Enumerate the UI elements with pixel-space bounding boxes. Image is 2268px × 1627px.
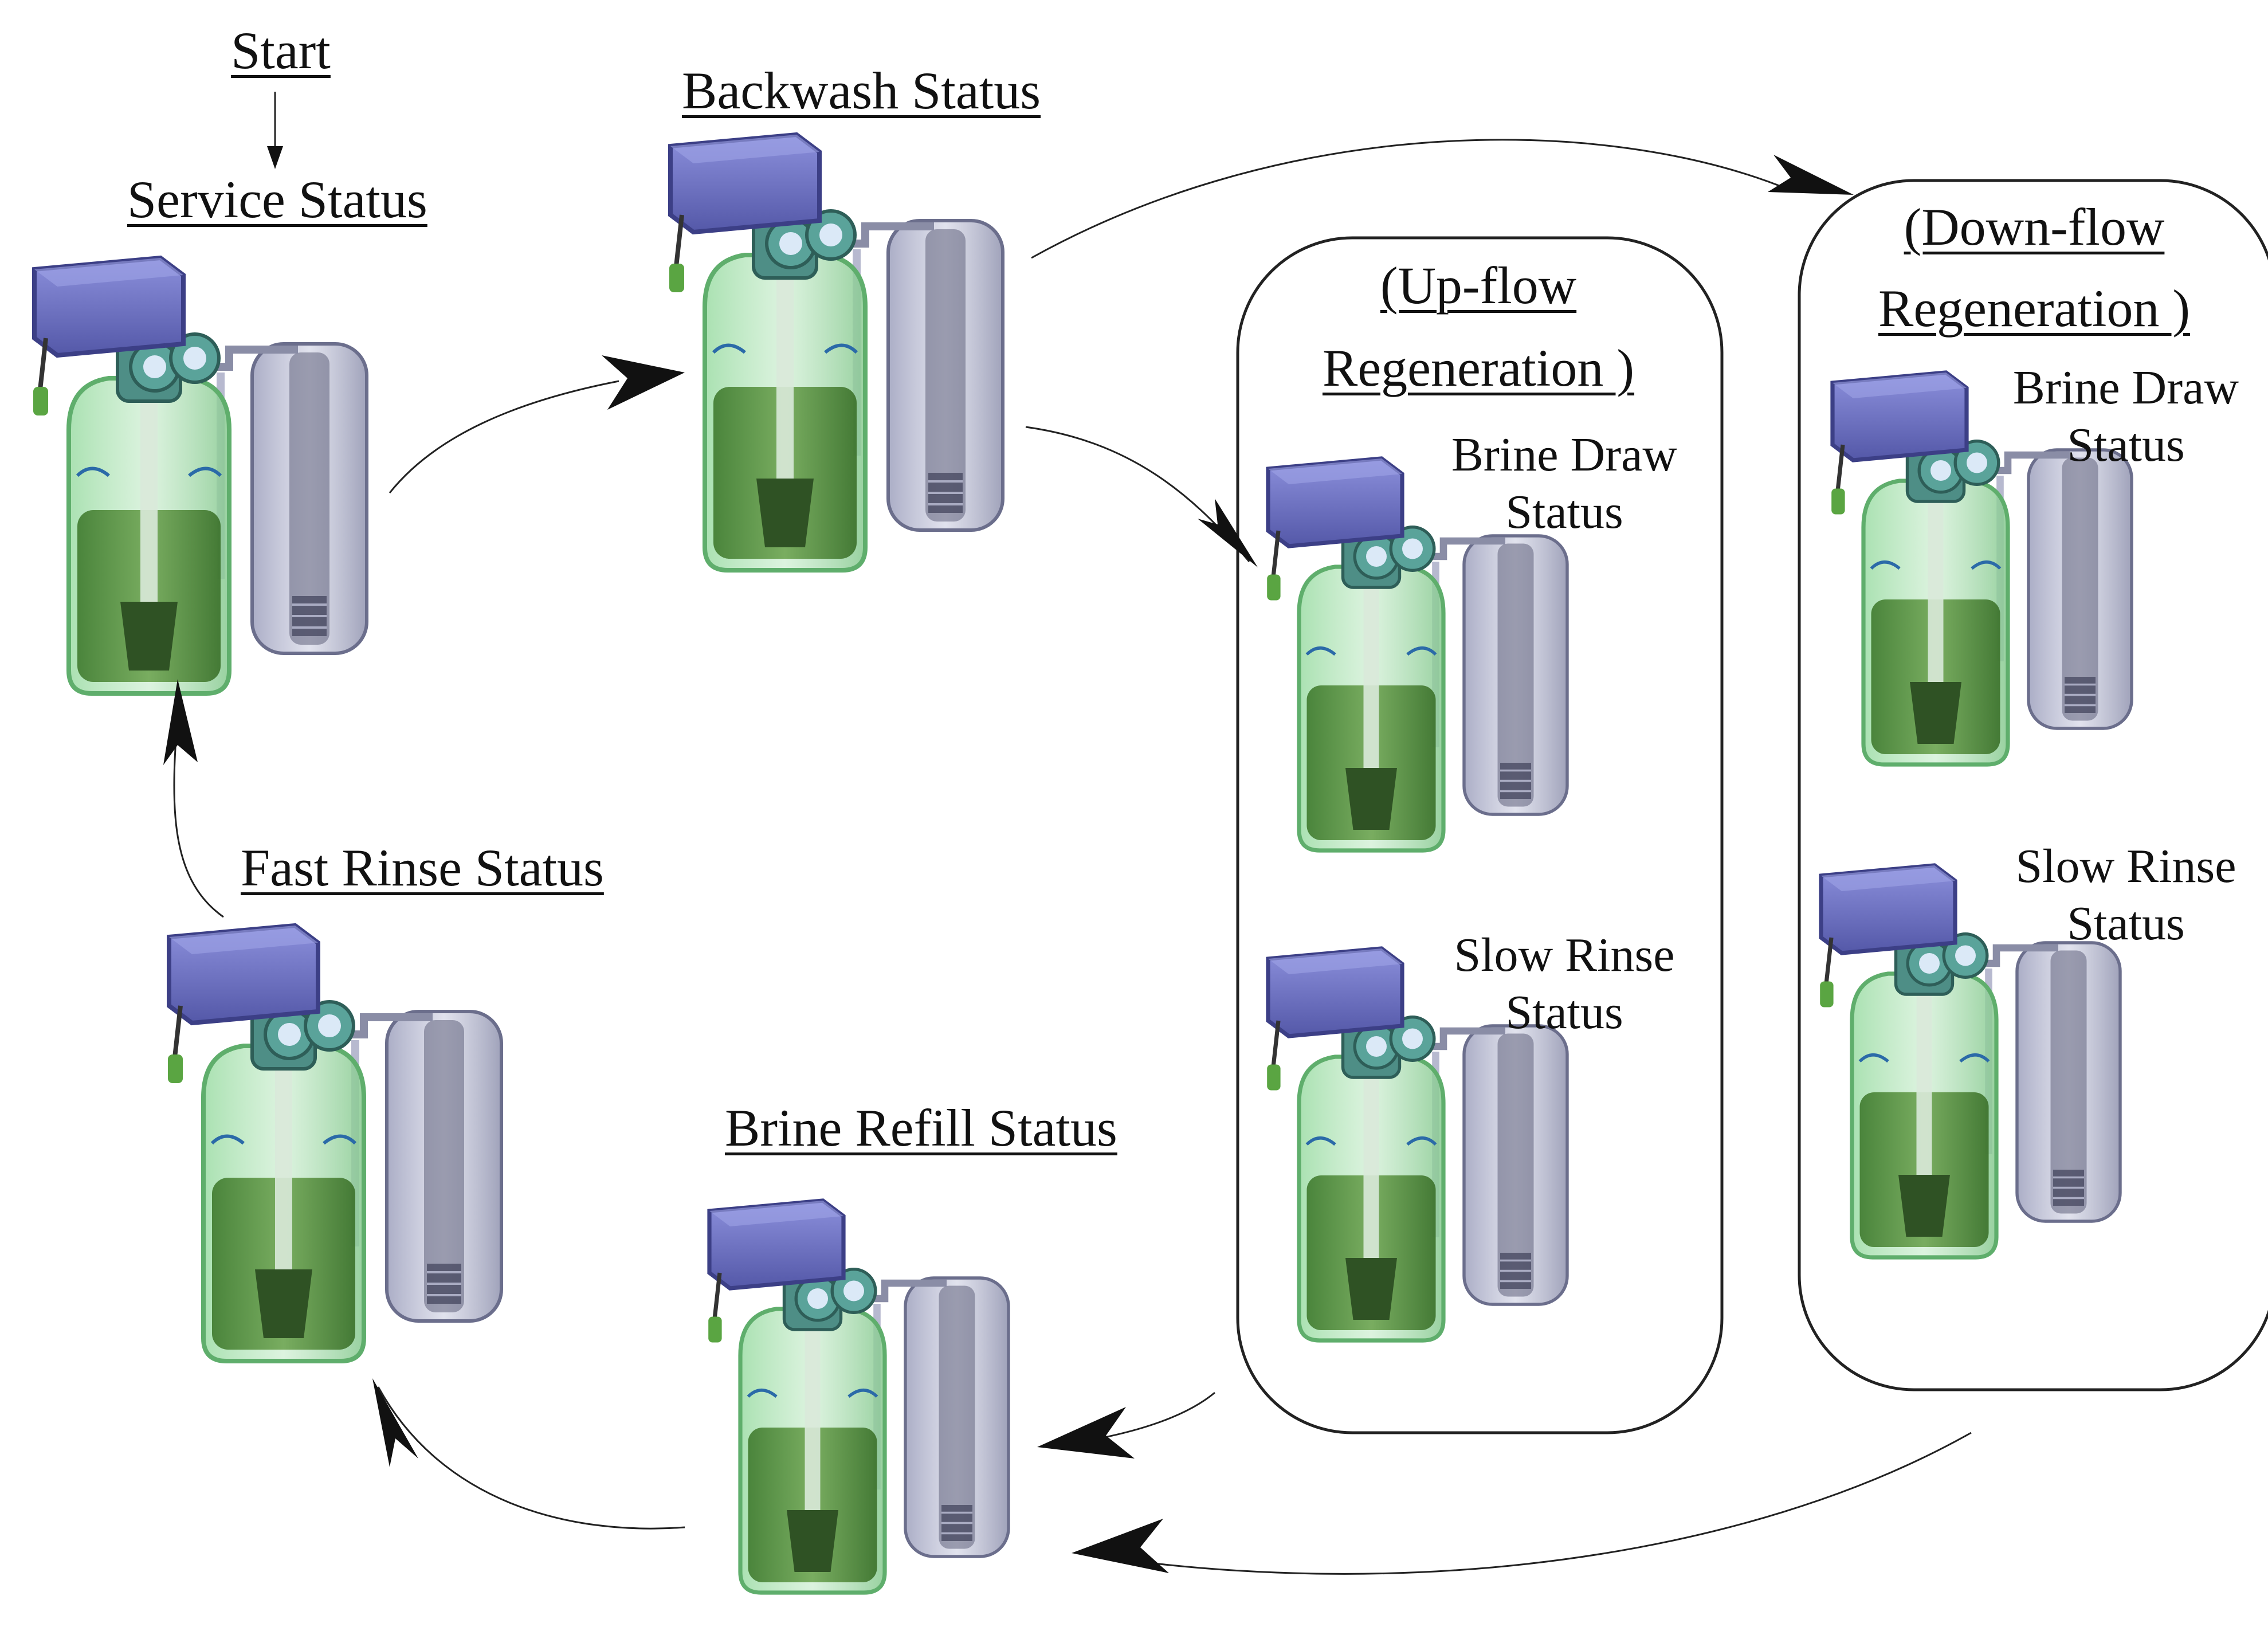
upflow-regeneration-box (1236, 236, 1724, 1434)
upflow-title-line2: Regeneration ) (1322, 339, 1635, 397)
arrow-backwash-to-upflow (1025, 426, 1250, 562)
downflow-title-line1: (Down-flow (1904, 198, 2165, 256)
upflow-slow-rinse-line2: Status (1505, 986, 1623, 1039)
upflow-brine-draw-line1: Brine Draw (1451, 428, 1678, 481)
service-status-label: Service Status (127, 170, 427, 229)
upflow-slow-rinse-line1: Slow Rinse (1454, 928, 1675, 982)
fast-rinse-unit (168, 926, 501, 1361)
fast-rinse-status-label: Fast Rinse Status (241, 838, 604, 897)
downflow-brine-draw-line2: Status (2067, 418, 2185, 472)
arrow-brine-refill-to-fast-rinse (377, 1386, 685, 1530)
downflow-regeneration-box (1798, 179, 2268, 1391)
start-label: Start (231, 21, 331, 80)
upflow-brine-draw-line2: Status (1505, 485, 1623, 539)
arrow-downflow-to-brine-refill (1077, 1432, 1972, 1575)
arrow-service-to-backwash (389, 380, 619, 493)
downflow-slow-rinse-line2: Status (2067, 897, 2185, 950)
brine-refill-unit (708, 1201, 1009, 1593)
service-unit (33, 258, 367, 693)
backwash-status-label: Backwash Status (682, 61, 1041, 120)
arrow-backwash-to-downflow (1031, 139, 1788, 259)
downflow-title-line2: Regeneration ) (1878, 279, 2191, 338)
backwash-unit (669, 135, 1003, 570)
downflow-brine-draw-line1: Brine Draw (2012, 361, 2239, 414)
downflow-slow-rinse-line1: Slow Rinse (2015, 840, 2236, 893)
brine-refill-status-label: Brine Refill Status (725, 1099, 1117, 1157)
upflow-title-line1: (Up-flow (1380, 256, 1577, 315)
